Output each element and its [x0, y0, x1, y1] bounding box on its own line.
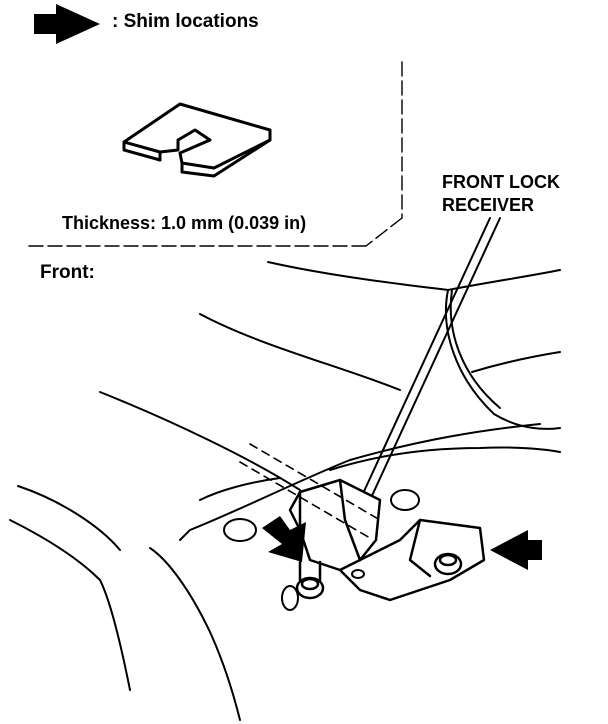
bolt-right: [433, 552, 463, 576]
mounting-holes: [223, 489, 420, 611]
bolt-left: [295, 560, 325, 600]
legend-arrow-icon: [34, 4, 100, 44]
view-label: Front:: [40, 262, 95, 283]
front-lock-receiver-callout: FRONT LOCK RECEIVER: [442, 171, 560, 217]
hidden-lines: [239, 443, 381, 539]
shim-arrow-right-icon: [490, 530, 542, 570]
shim-inset-border: [23, 61, 403, 247]
legend-label: : Shim locations: [112, 11, 259, 32]
front-lock-receiver: [288, 478, 486, 602]
callout-leader: [359, 217, 501, 501]
shim-thickness-label: Thickness: 1.0 mm (0.039 in): [62, 213, 307, 233]
shim-arrow-left-icon: [262, 516, 306, 562]
callout-line-2: RECEIVER: [442, 195, 535, 215]
callout-line-1: FRONT LOCK: [442, 172, 560, 192]
body-panel-lines: [9, 261, 561, 721]
shim-plate: [122, 102, 272, 178]
